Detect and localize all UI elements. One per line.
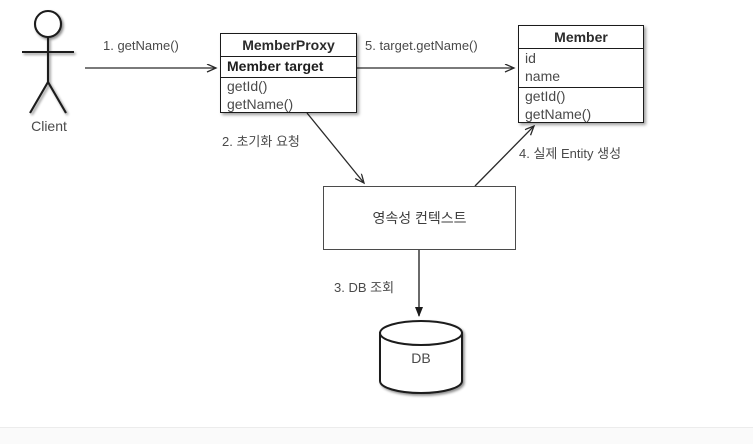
class-attribute-member-1: name [525,68,561,84]
edge-label-1: 1. getName() [103,38,179,53]
database-cylinder [379,320,463,394]
client-actor-label: Client [31,118,67,134]
class-separator [221,77,356,78]
page-footer-strip [0,428,753,444]
edge-label-3: 3. DB 조회 [334,280,395,295]
database-label: DB [411,350,431,366]
class-attribute-member-proxy-0: Member target [227,58,324,74]
class-operation-member-proxy-0: getId() [227,78,268,94]
edge-4-connector [474,126,534,187]
class-separator [519,48,643,49]
client-actor-figure [22,9,74,114]
page-divider [0,427,753,428]
class-attribute-member-0: id [525,50,536,66]
class-title-member-proxy: MemberProxy [242,37,335,53]
class-operation-member-0: getId() [525,88,566,104]
node-persistence-context[interactable]: 영속성 컨텍스트 [323,186,516,250]
class-box-member[interactable]: Member id name getId() getName() [518,25,644,123]
class-separator [221,56,356,57]
class-operation-member-proxy-1: getName() [227,96,294,112]
edge-label-4: 4. 실제 Entity 생성 [519,146,622,161]
edge-2-connector [306,112,364,183]
edge-label-5: 5. target.getName() [365,38,478,53]
class-title-member: Member [554,29,608,45]
class-box-member-proxy[interactable]: MemberProxy Member target getId() getNam… [220,33,357,113]
edge-label-2: 2. 초기화 요청 [222,134,300,149]
class-operation-member-1: getName() [525,106,592,122]
persistence-context-label: 영속성 컨텍스트 [372,210,467,226]
class-separator [519,87,643,88]
